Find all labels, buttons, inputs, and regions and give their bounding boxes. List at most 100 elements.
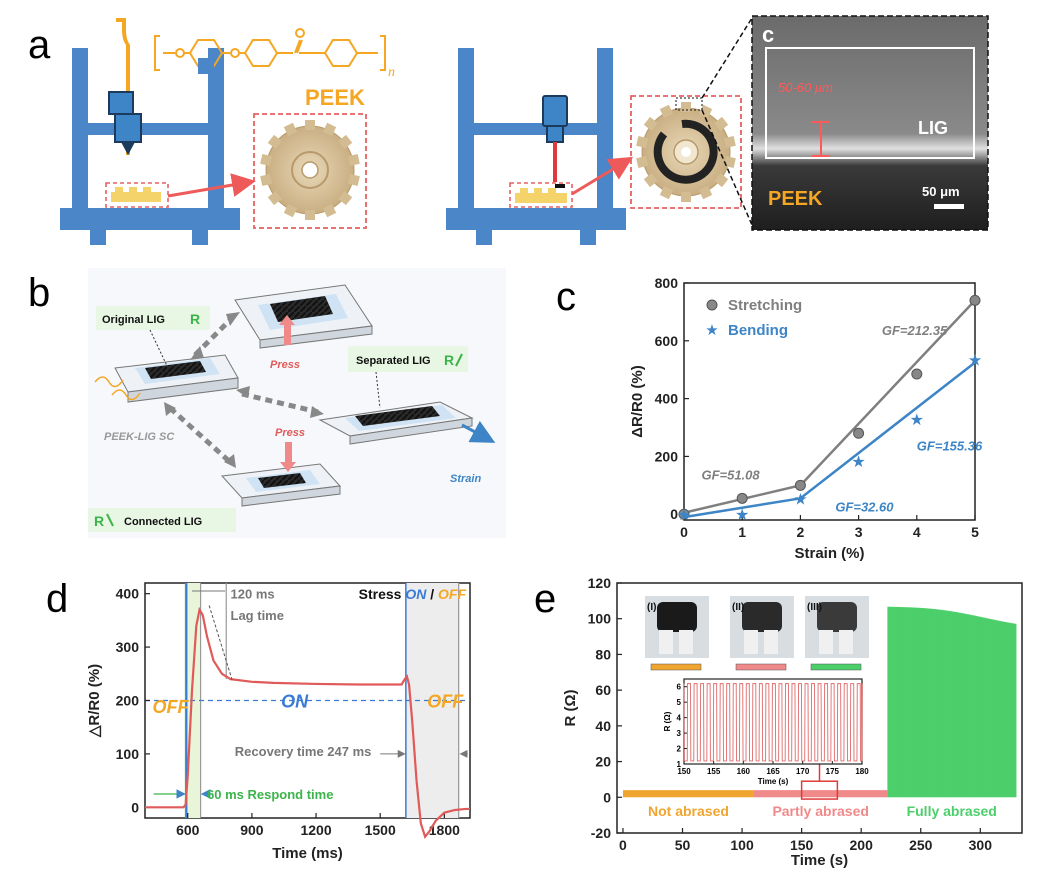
x-tick-label: 900 [240, 822, 264, 838]
point-bending: ★ [851, 452, 865, 471]
gear-lig [630, 17, 753, 226]
gear-tooth [260, 153, 273, 166]
response-curve [145, 606, 470, 839]
point-stretching [736, 492, 748, 504]
sem-thickness: 50-60 μm [778, 80, 833, 95]
legend-label-bending: Bending [728, 322, 788, 339]
photo-object [659, 630, 673, 654]
y-tick-label: 400 [116, 586, 140, 602]
abrasion-bar [980, 617, 984, 798]
point-bending: ★ [793, 489, 807, 508]
abrasion-bar [992, 619, 996, 798]
abrasion-bar [958, 612, 962, 798]
gear-tooth [636, 156, 649, 169]
abrasion-bar [923, 608, 926, 798]
printer-fdm [60, 18, 256, 245]
inset-y-tick-label: 6 [677, 683, 682, 692]
sem-image: c 50-60 μm LIG PEEK 50 μm [751, 15, 989, 231]
x-tick-label: 0 [619, 837, 627, 853]
panel-a-label: a [28, 23, 51, 67]
inset-y-tick-label: 1 [677, 760, 682, 769]
gear-tooth [347, 153, 360, 166]
gear-tooth [714, 173, 729, 188]
x-tick-label: 200 [850, 837, 874, 853]
photo-label: (I) [647, 602, 656, 613]
abrasion-bar [896, 606, 900, 798]
x-axis-label: Strain (%) [794, 545, 864, 562]
abrasion-bar [904, 607, 907, 798]
gear-tooth [267, 134, 282, 149]
panel-e-label: e [534, 577, 556, 621]
abrasion-bar [892, 606, 895, 798]
gear-tooth [283, 203, 298, 218]
abrasion-bar [973, 615, 976, 798]
peek-molecule [154, 28, 386, 71]
y-axis-label: △R/R0 (%) [86, 664, 103, 738]
gear-printed [253, 113, 367, 229]
abrasion-bar [975, 616, 979, 798]
gf-annotation: GF=51.08 [701, 468, 760, 483]
abrasion-bar [954, 611, 957, 798]
abrasion-bar [930, 608, 934, 798]
point-bending: ★ [677, 505, 691, 524]
abrasion-bar [977, 616, 981, 798]
x-tick-label: 5 [971, 524, 979, 540]
abrasion-bar [956, 612, 960, 798]
inset-x-tick-label: 175 [826, 767, 840, 776]
abrasion-bar [906, 607, 910, 798]
inset-y-tick-label: 3 [677, 729, 682, 738]
y-tick-label: 20 [595, 754, 611, 770]
y-tick-label: 80 [595, 646, 611, 662]
gear-tooth [659, 104, 674, 119]
abrasion-bar [951, 611, 955, 798]
inset-x-tick-label: 150 [677, 767, 691, 776]
gear-tooth [338, 134, 353, 149]
abrasion-bar [999, 621, 1003, 798]
panel-a: a [28, 15, 989, 245]
original-lig-label: Original LIG [102, 314, 165, 326]
photo-object [657, 602, 697, 632]
abrasion-bar [753, 790, 888, 798]
gf-annotation: GF=212.35 [882, 323, 948, 338]
abrasion-bar [1004, 622, 1007, 798]
y-tick-label: 120 [588, 575, 612, 591]
x-tick-label: 600 [176, 822, 200, 838]
x-axis-label: Time (s) [791, 852, 848, 869]
inset-x-label: Time (s) [758, 777, 789, 786]
x-tick-label: 3 [855, 524, 863, 540]
segment-label: Partly abrased [772, 803, 869, 819]
photo-object [679, 630, 693, 654]
off-right-label: OFF [427, 692, 464, 712]
device-separated [234, 284, 373, 349]
y-tick-label: 800 [655, 275, 679, 291]
sem-lig-label: LIG [918, 118, 948, 138]
photo-color-key [810, 663, 862, 671]
abrasion-bar [1008, 622, 1012, 798]
abrasion-bar [966, 614, 969, 798]
point-stretching [969, 294, 981, 306]
y-tick-label: 60 [595, 682, 611, 698]
x-axis-label: Time (ms) [272, 845, 343, 862]
abrasion-bar [918, 607, 922, 798]
point-stretching [911, 368, 923, 380]
strain-label: Strain [450, 473, 481, 485]
inset-x-tick-label: 170 [796, 767, 810, 776]
segment-label: Fully abrased [907, 803, 997, 819]
y-tick-label: 300 [116, 639, 140, 655]
photo-label: (III) [807, 602, 822, 613]
inset-y-tick-label: 4 [677, 714, 682, 723]
inset-signal [683, 683, 863, 762]
y-tick-label: 0 [603, 789, 611, 805]
gear-tooth [347, 174, 360, 187]
legend-label-stretching: Stretching [728, 297, 802, 314]
press-label-1: Press [270, 359, 300, 371]
x-tick-label: 250 [909, 837, 933, 853]
photo-object [839, 630, 853, 654]
respond-label: 60 ms Respond time [207, 787, 333, 802]
abrasion-bar [996, 620, 1000, 798]
legend-marker-bending: ★ [705, 321, 718, 339]
